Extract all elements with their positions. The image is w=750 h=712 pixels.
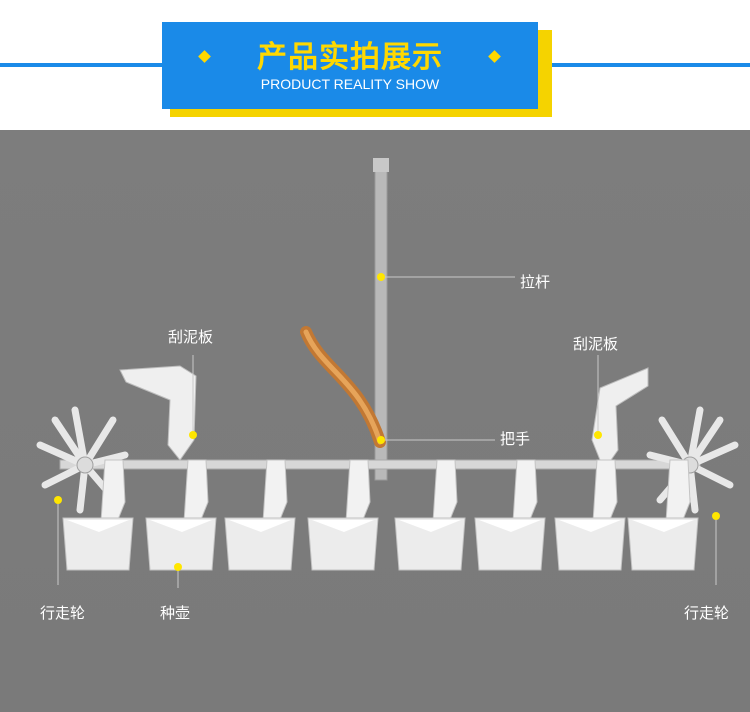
seed-pot	[627, 459, 699, 571]
label-wheel-left: 行走轮	[40, 604, 86, 622]
seed-pot	[394, 459, 466, 571]
main-axle	[59, 459, 701, 470]
wheel-right	[646, 406, 739, 514]
header-banner: 产品实拍展示 PRODUCT REALITY SHOW	[162, 22, 538, 109]
markers	[54, 273, 720, 571]
label-seed-pot: 种壶	[160, 604, 191, 622]
page-title: 产品实拍展示	[257, 40, 443, 75]
seed-pot	[554, 459, 626, 571]
seed-pot	[474, 459, 546, 571]
label-wheel-right: 行走轮	[684, 604, 730, 622]
product-photo: 拉杆 刮泥板 刮泥板 把手 行走轮 种壶 行走轮	[0, 130, 750, 712]
scraper-left	[119, 365, 197, 461]
label-scraper-left: 刮泥板	[168, 328, 214, 346]
seeder-illustration	[36, 158, 739, 588]
seed-pot	[224, 459, 296, 571]
seed-pot	[145, 459, 217, 571]
seed-pot	[307, 459, 379, 571]
leader-lines	[57, 276, 717, 588]
page-subtitle: PRODUCT REALITY SHOW	[260, 76, 440, 92]
pull-rod-top	[373, 158, 389, 172]
label-pull-rod: 拉杆	[520, 273, 551, 291]
seed-pot-row	[62, 459, 699, 571]
handle-highlight	[303, 329, 383, 445]
label-handle: 把手	[500, 430, 531, 448]
seed-pot	[62, 459, 134, 571]
label-scraper-right: 刮泥板	[573, 335, 619, 353]
scraper-right	[591, 367, 649, 472]
